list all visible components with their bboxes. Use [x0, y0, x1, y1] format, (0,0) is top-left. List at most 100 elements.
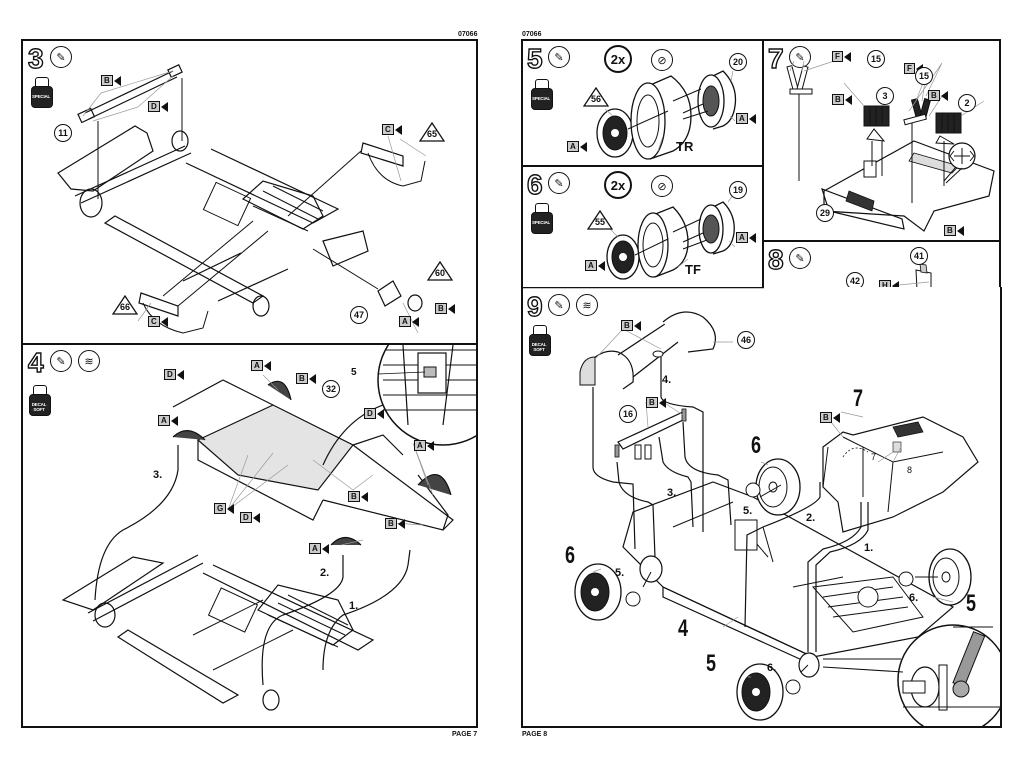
- step-9-panel: 9 ✎ ≋ DECAL SOFT: [521, 287, 1002, 728]
- page-number-left: PAGE 7: [452, 731, 478, 738]
- glue-tube-icon: ✎: [789, 247, 811, 269]
- flag-arrow-icon: [597, 260, 605, 271]
- flag-letter: B: [928, 90, 940, 101]
- quantity-badge: 2x: [604, 171, 632, 199]
- flag-arrow-icon: [321, 543, 329, 554]
- subassembly-ref: 5: [966, 590, 977, 617]
- no-glue-icon: ⊘: [651, 49, 673, 71]
- part-callout: 11: [54, 124, 72, 142]
- flag-letter: A: [567, 141, 579, 152]
- step-7-panel: 7 ✎ F F B B B 15 15 3 2 29: [762, 39, 1001, 242]
- paint-flag-f: F: [832, 51, 851, 62]
- paint-ref-number: 56: [590, 94, 601, 104]
- flag-letter: D: [164, 369, 176, 380]
- page-number-right: PAGE 8: [522, 731, 548, 738]
- flag-letter: A: [158, 415, 170, 426]
- paint-flag-a: A: [309, 543, 329, 554]
- flag-arrow-icon: [844, 94, 852, 105]
- paint-ref-triangle: 56: [583, 87, 609, 107]
- decal-water-bath-icon: ≋: [576, 294, 598, 316]
- flag-letter: A: [736, 113, 748, 124]
- flag-arrow-icon: [658, 397, 666, 408]
- flag-arrow-icon: [176, 369, 184, 380]
- subassembly-ref: 6: [751, 432, 762, 459]
- paint-flag-d: D: [164, 369, 184, 380]
- subassembly-ref: 5: [706, 650, 717, 677]
- paint-flag-a: A: [585, 260, 605, 271]
- paint-flag-b: B: [944, 225, 964, 236]
- part-callout: 29: [816, 204, 834, 222]
- sequence-label: 6.: [909, 592, 919, 604]
- subassembly-ref: 6: [565, 542, 576, 569]
- paint-jar-icon: SPECIAL: [31, 77, 53, 109]
- subassembly-ref: 7: [853, 385, 864, 412]
- sequence-label: 2.: [806, 512, 816, 524]
- paint-ref-number: 65: [426, 129, 437, 139]
- flag-letter: F: [832, 51, 843, 62]
- paint-flag-b: B: [101, 75, 121, 86]
- flag-arrow-icon: [263, 360, 271, 371]
- flag-arrow-icon: [160, 101, 168, 112]
- part-callout: 15: [915, 67, 933, 85]
- paint-ref-triangle: 66: [112, 295, 138, 315]
- paint-flag-a: A: [414, 440, 434, 451]
- paint-ref-triangle: 65: [419, 122, 445, 142]
- step-6-illustration: [606, 194, 736, 280]
- paint-label: SPECIAL: [532, 96, 551, 101]
- flag-letter: A: [309, 543, 321, 554]
- flag-letter: B: [832, 94, 844, 105]
- flag-letter: A: [585, 260, 597, 271]
- flag-arrow-icon: [308, 373, 316, 384]
- flag-arrow-icon: [633, 320, 641, 331]
- part-callout: 46: [737, 331, 755, 349]
- step-4-panel: 4 ✎ ≋ DECAL SOFT: [21, 343, 478, 728]
- subassembly-ref: 4: [678, 615, 689, 642]
- glue-tube-icon: ✎: [548, 172, 570, 194]
- paint-ref-triangle: 60: [427, 261, 453, 281]
- paint-ref-number: 55: [594, 217, 605, 227]
- flag-letter: A: [399, 316, 411, 327]
- paint-flag-b: B: [832, 94, 852, 105]
- paint-jar-icon: DECAL SOFT: [529, 325, 551, 357]
- sequence-label: 3.: [153, 469, 163, 481]
- glue-tube-icon: ✎: [50, 46, 72, 68]
- sequence-label: 6.: [767, 662, 777, 674]
- paint-jar-icon: SPECIAL: [531, 79, 553, 111]
- flag-letter: B: [296, 373, 308, 384]
- paint-flag-a: A: [567, 141, 587, 152]
- tire-label: TF: [685, 262, 701, 277]
- flag-letter: A: [736, 232, 748, 243]
- part-callout: 42: [846, 272, 864, 290]
- step-3-illustration: [57, 64, 427, 334]
- flag-arrow-icon: [956, 225, 964, 236]
- paint-flag-a: A: [158, 415, 178, 426]
- sequence-label: 5.: [615, 567, 625, 579]
- part-callout: 16: [619, 405, 637, 423]
- paint-flag-c: C: [382, 124, 402, 135]
- paint-jar-icon: SPECIAL: [531, 203, 553, 235]
- paint-jar-icon: DECAL SOFT: [29, 385, 51, 417]
- step-number: 6: [526, 169, 543, 200]
- flag-letter: B: [101, 75, 113, 86]
- step-number: 8: [767, 244, 784, 275]
- flag-letter: A: [414, 440, 426, 451]
- flag-letter: B: [646, 397, 658, 408]
- glue-tube-icon: ✎: [548, 46, 570, 68]
- paint-flag-b: B: [348, 491, 368, 502]
- flag-letter: B: [944, 225, 956, 236]
- glue-tube-icon: ✎: [50, 350, 72, 372]
- flag-arrow-icon: [579, 141, 587, 152]
- paint-flag-d: D: [364, 408, 384, 419]
- step-4-illustration: [61, 345, 476, 711]
- flag-letter: D: [240, 512, 252, 523]
- paint-flag-b: B: [646, 397, 666, 408]
- flag-arrow-icon: [411, 316, 419, 327]
- step-9-illustration: [523, 287, 1000, 726]
- glue-tube-icon: ✎: [789, 46, 811, 68]
- decal-ref: 8: [907, 465, 913, 475]
- step-number: 9: [526, 291, 543, 322]
- step-number: 5: [526, 43, 543, 74]
- sequence-label: 3.: [667, 487, 677, 499]
- flag-arrow-icon: [227, 503, 235, 514]
- flag-arrow-icon: [843, 51, 851, 62]
